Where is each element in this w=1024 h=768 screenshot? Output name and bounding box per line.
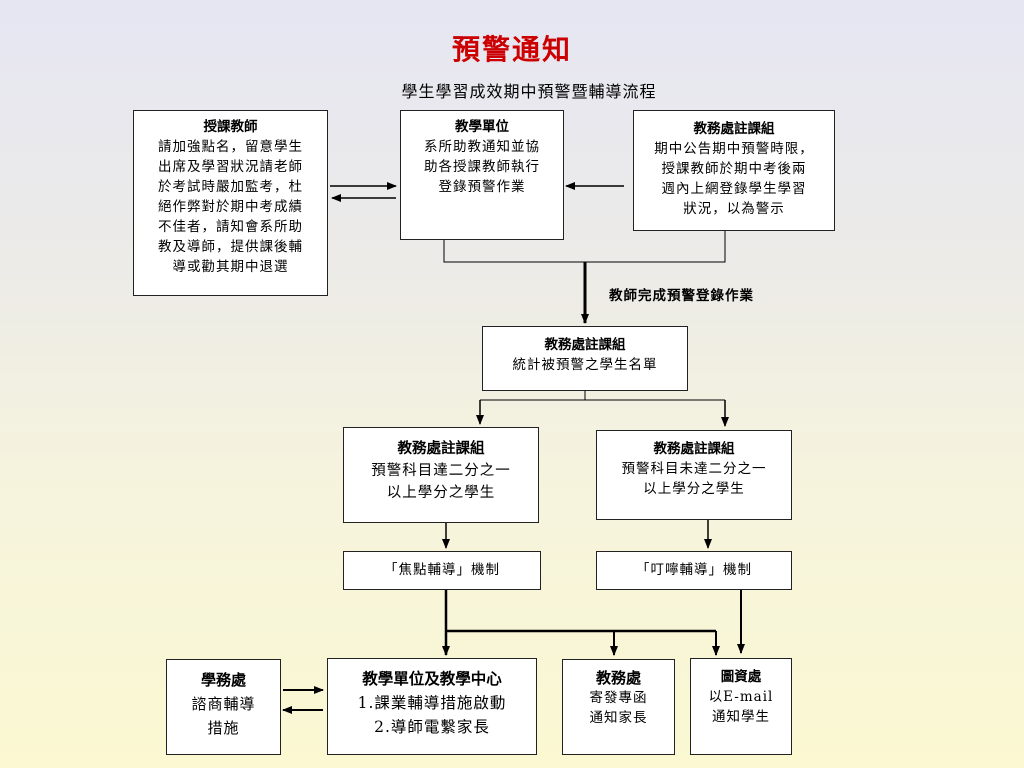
academic-affairs-box: 教務處 寄發專函 通知家長 (562, 659, 675, 755)
teacher-box-head: 授課教師 (203, 119, 258, 135)
registrar-left-box-head: 教務處註課組 (397, 440, 485, 457)
teacher-box: 授課教師 請加強點名，留意學生 出席及學習狀況請老師 於考試時嚴加監考，杜 絕作… (133, 110, 328, 296)
unit-box: 教學單位 系所助教通知並協 助各授課教師執行 登錄預警作業 (400, 110, 564, 240)
teacher-box-body: 請加強點名，留意學生 出席及學習狀況請老師 於考試時嚴加監考，杜 絕作弊對於期中… (158, 139, 303, 275)
page-title: 預警通知 (451, 33, 572, 66)
registrar-top-box: 教務處註課組 期中公告期中預警時限， 授課教師於期中考後兩 週內上網登錄學生學習… (633, 110, 835, 231)
teaching-center-box-head: 教學單位及教學中心 (362, 669, 502, 688)
academic-affairs-box-body: 寄發專函 通知家長 (589, 690, 648, 726)
library-box-body: 以E-mail 通知學生 (708, 689, 774, 725)
page-subtitle: 學生學習成效期中預警暨輔導流程 (401, 82, 657, 101)
registrar-top-box-head: 教務處註課組 (693, 121, 775, 137)
unit-box-head: 教學單位 (455, 119, 509, 135)
registrar-stats-box-body: 統計被預警之學生名單 (512, 357, 658, 373)
complete-label: 教師完成預警登錄作業 (609, 288, 754, 304)
student-affairs-box: 學務處 諮商輔導 措施 (166, 659, 281, 755)
teaching-center-box: 教學單位及教學中心 1.課業輔導措施啟動 2.導師電繫家長 (327, 658, 537, 755)
registrar-right-box-body: 預警科目未達二分之一 以上學分之學生 (621, 461, 767, 497)
split-line (480, 391, 586, 401)
student-affairs-box-body: 諮商輔導 措施 (191, 695, 256, 737)
focus-mechanism-box: 「焦點輔導」機制 (343, 551, 541, 590)
registrar-left-box-body: 預警科目達二分之一 以上學分之學生 (371, 463, 511, 501)
library-box: 圖資處 以E-mail 通知學生 (690, 658, 792, 755)
registrar-right-box-head: 教務處註課組 (653, 441, 735, 457)
student-affairs-box-head: 學務處 (200, 671, 246, 689)
library-box-head: 圖資處 (720, 669, 762, 685)
unit-box-body: 系所助教通知並協 助各授課教師執行 登錄預警作業 (424, 139, 540, 195)
registrar-right-box: 教務處註課組 預警科目未達二分之一 以上學分之學生 (596, 430, 792, 520)
reminder-mechanism-label: 「叮嚀輔導」機制 (636, 562, 752, 578)
focus-mechanism-label: 「焦點輔導」機制 (384, 562, 500, 578)
reminder-mechanism-box: 「叮嚀輔導」機制 (596, 551, 792, 590)
registrar-stats-box: 教務處註課組 統計被預警之學生名單 (482, 326, 688, 391)
registrar-stats-box-head: 教務處註課組 (544, 337, 626, 353)
registrar-left-box: 教務處註課組 預警科目達二分之一 以上學分之學生 (343, 427, 539, 523)
registrar-top-box-body: 期中公告期中預警時限， 授課教師於期中考後兩 週內上網登錄學生學習 狀況，以為警… (654, 141, 814, 217)
academic-affairs-box-head: 教務處 (595, 669, 641, 687)
teaching-center-box-body: 1.課業輔導措施啟動 2.導師電繫家長 (357, 694, 507, 736)
